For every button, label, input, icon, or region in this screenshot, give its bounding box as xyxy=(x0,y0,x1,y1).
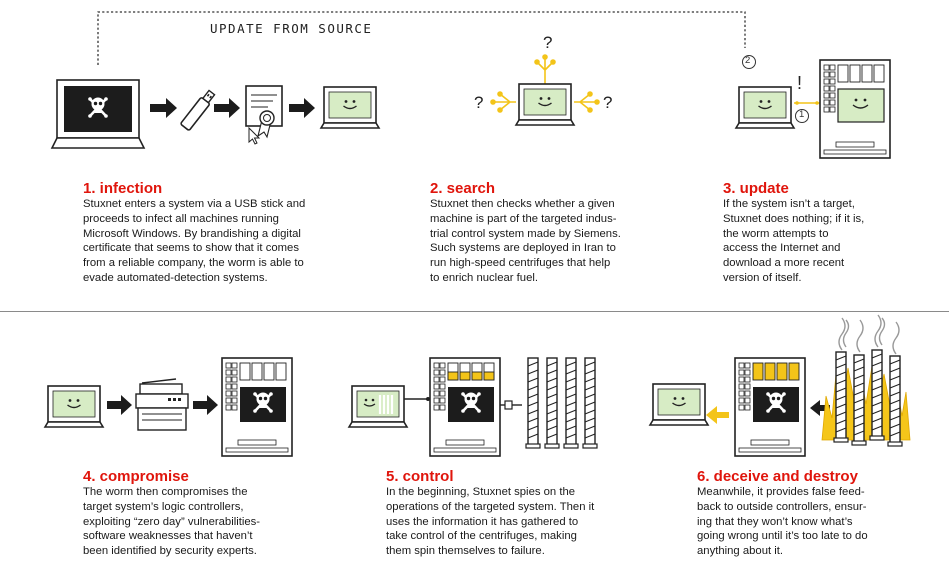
step-5-title: 5. control xyxy=(386,468,454,485)
arrow-left-icon xyxy=(810,400,830,416)
infected-laptop-icon xyxy=(50,79,146,149)
usb-stick-icon xyxy=(180,89,216,131)
exclamation-mark-icon: ! xyxy=(797,73,803,93)
connection-line xyxy=(500,400,522,410)
number-two-label: 2 xyxy=(745,55,751,66)
laptop-icon xyxy=(320,86,380,129)
laptop-icon xyxy=(347,385,409,428)
laptop-icon xyxy=(735,86,795,129)
step-3-description: If the system isn’t a target,Stuxnet doe… xyxy=(723,198,865,284)
number-one-label: 1 xyxy=(799,109,805,120)
centrifuges-icon xyxy=(525,357,598,449)
step-3-title: 3. update xyxy=(723,180,789,197)
arrow-right-icon xyxy=(214,98,240,118)
smoke-icon xyxy=(838,314,900,355)
question-mark-icon: ? xyxy=(603,93,613,112)
step-1-description: Stuxnet enters a system via a USB stick … xyxy=(83,198,306,284)
arrow-left-icon xyxy=(706,406,729,424)
number-badge-icon xyxy=(742,55,809,123)
plc-infected-icon xyxy=(221,357,293,457)
step-2-title: 2. search xyxy=(430,180,496,197)
connection-line xyxy=(794,101,820,105)
step-6-description: Meanwhile, it provides false feed-back t… xyxy=(697,486,868,558)
arrow-right-icon xyxy=(193,395,218,415)
certificate-icon xyxy=(245,85,283,145)
scanner-icon xyxy=(135,378,189,431)
plc-infected-icon xyxy=(734,357,806,457)
laptop-icon xyxy=(649,383,709,426)
laptop-icon xyxy=(44,385,104,428)
plc-infected-icon xyxy=(429,357,501,457)
step-1-title: 1. infection xyxy=(83,180,163,197)
arrow-right-icon xyxy=(289,98,315,118)
plc-cabinet-icon xyxy=(819,59,891,159)
arrow-right-icon xyxy=(150,98,177,118)
update-from-source-label: UPDATE FROM SOURCE xyxy=(210,21,373,36)
search-rays-icon xyxy=(490,54,600,113)
connection-line xyxy=(404,397,430,401)
update-path-line xyxy=(97,11,746,65)
step-6-title: 6. deceive and destroy xyxy=(697,468,858,485)
section-divider xyxy=(0,311,949,312)
arrow-right-icon xyxy=(107,395,132,415)
question-mark-icon: ? xyxy=(543,33,553,52)
step-4-title: 4. compromise xyxy=(83,468,189,485)
laptop-icon xyxy=(515,83,575,126)
question-mark-icon: ? xyxy=(474,93,484,112)
